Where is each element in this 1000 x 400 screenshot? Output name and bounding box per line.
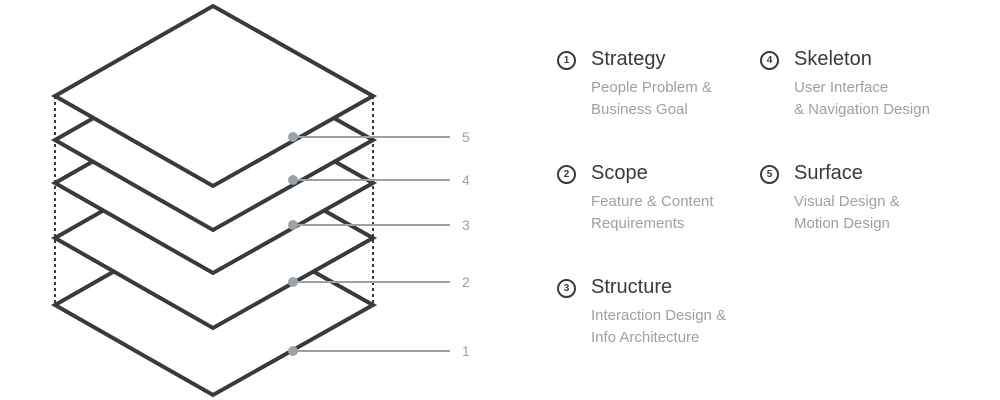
legend-item-skeleton: 4 Skeleton User Interface & Navigation D… bbox=[760, 48, 960, 121]
number-badge-icon: 1 bbox=[557, 51, 576, 70]
legend-head: 2 Scope bbox=[557, 162, 757, 190]
layer-number-2: 2 bbox=[462, 274, 470, 290]
number-badge-icon: 4 bbox=[760, 51, 779, 70]
layer-plates bbox=[50, 3, 378, 398]
layer-number-3: 3 bbox=[462, 217, 470, 233]
legend-desc-line-1: People Problem & bbox=[591, 79, 712, 96]
legend-desc-line-1: Interaction Design & bbox=[591, 307, 727, 324]
number-badge-icon: 5 bbox=[760, 165, 779, 184]
layer-number-4: 4 bbox=[462, 172, 470, 188]
callout-dot bbox=[288, 277, 298, 287]
callout-dot bbox=[288, 220, 298, 230]
legend-description: User Interface & Navigation Design bbox=[794, 77, 960, 121]
legend-title: Strategy bbox=[591, 48, 666, 70]
number-badge-icon: 2 bbox=[557, 165, 576, 184]
layer-plate-5 bbox=[50, 3, 378, 189]
legend-desc-line-2: Requirements bbox=[591, 215, 685, 232]
legend-description: Visual Design & Motion Design bbox=[794, 191, 960, 235]
number-badge-icon: 3 bbox=[557, 279, 576, 298]
legend-desc-line-1: User Interface bbox=[794, 79, 889, 96]
legend-head: 3 Structure bbox=[557, 276, 757, 304]
callout-1: 1 bbox=[288, 343, 470, 359]
layer-number-5: 5 bbox=[462, 129, 470, 145]
callout-3: 3 bbox=[288, 217, 470, 233]
callout-dot bbox=[288, 132, 298, 142]
layer-callouts: 5 4 3 2 1 bbox=[288, 129, 470, 359]
legend-item-surface: 5 Surface Visual Design & Motion Design bbox=[760, 162, 960, 235]
callout-dot bbox=[288, 346, 298, 356]
legend-head: 1 Strategy bbox=[557, 48, 757, 76]
legend-title: Scope bbox=[591, 162, 648, 184]
callout-2: 2 bbox=[288, 274, 470, 290]
legend-title: Skeleton bbox=[794, 48, 872, 70]
legend-title: Surface bbox=[794, 162, 863, 184]
legend-title: Structure bbox=[591, 276, 673, 298]
layer-number-1: 1 bbox=[462, 343, 470, 359]
legend-item-scope: 2 Scope Feature & Content Requirements bbox=[557, 162, 757, 235]
legend-head: 5 Surface bbox=[760, 162, 960, 190]
legend-desc-line-1: Feature & Content bbox=[591, 193, 714, 210]
legend-description: People Problem & Business Goal bbox=[591, 77, 757, 121]
legend-desc-line-2: & Navigation Design bbox=[794, 101, 930, 118]
legend-desc-line-2: Info Architecture bbox=[591, 329, 700, 346]
callout-4: 4 bbox=[288, 172, 470, 188]
legend-head: 4 Skeleton bbox=[760, 48, 960, 76]
legend-item-strategy: 1 Strategy People Problem & Business Goa… bbox=[557, 48, 757, 121]
callout-5: 5 bbox=[288, 129, 470, 145]
legend-desc-line-2: Business Goal bbox=[591, 101, 688, 118]
legend-item-structure: 3 Structure Interaction Design & Info Ar… bbox=[557, 276, 757, 349]
legend-desc-line-1: Visual Design & bbox=[794, 193, 900, 210]
callout-dot bbox=[288, 175, 298, 185]
legend-desc-line-2: Motion Design bbox=[794, 215, 890, 232]
legend-description: Interaction Design & Info Architecture bbox=[591, 305, 757, 349]
legend-description: Feature & Content Requirements bbox=[591, 191, 757, 235]
